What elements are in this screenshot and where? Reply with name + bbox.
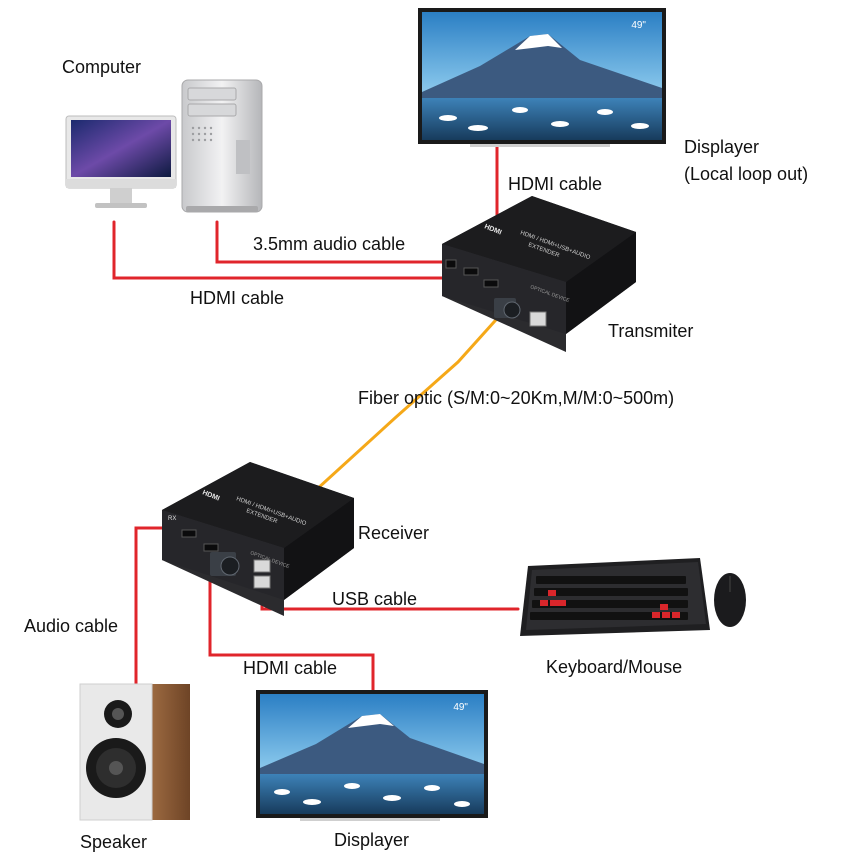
audio-cable-35mm-label: 3.5mm audio cable (253, 234, 406, 254)
displayer-bottom-label: Displayer (334, 830, 410, 850)
hdmi-cable-bottom-label: HDMI cable (243, 658, 338, 678)
speaker-label: Speaker (80, 832, 148, 852)
fiber-optic-line (303, 310, 505, 502)
screen-badge-bottom: 49" (453, 702, 468, 713)
keyboard-mouse (520, 558, 746, 636)
hdmi-cable-bottom-line (208, 566, 375, 692)
computer-label: Computer (62, 57, 142, 77)
audio-cable-label: Audio cable (24, 616, 119, 636)
screen-badge-top: 49" (631, 20, 646, 31)
transmitter-device: HDMI HDMI / HDMI+USB+AUDIO EXTENDER OPTI… (442, 196, 636, 352)
keyboard-mouse-label: Keyboard/Mouse (546, 657, 683, 677)
computer (65, 79, 263, 213)
hdmi-cable-computer-label: HDMI cable (190, 288, 285, 308)
hdmi-cable-top-label: HDMI cable (508, 174, 603, 194)
speaker (79, 683, 190, 821)
tv-bottom: 49" (256, 690, 488, 821)
tv-top: 49" (418, 8, 666, 147)
receiver-rx-text: RX (168, 516, 176, 522)
receiver-device: HDMI HDMI / HDMI+USB+AUDIO EXTENDER OPTI… (162, 462, 354, 616)
transmitter-label: Transmiter (608, 321, 694, 341)
fiber-optic-label: Fiber optic (S/M:0~20Km,M/M:0~500m) (358, 388, 675, 408)
audio-cable-35mm-line (215, 220, 457, 264)
usb-cable-label: USB cable (332, 589, 418, 609)
displayer-top-label: Displayer (684, 137, 760, 157)
local-loop-out-label: (Local loop out) (684, 164, 809, 184)
cables (112, 143, 520, 692)
receiver-label: Receiver (358, 523, 430, 543)
